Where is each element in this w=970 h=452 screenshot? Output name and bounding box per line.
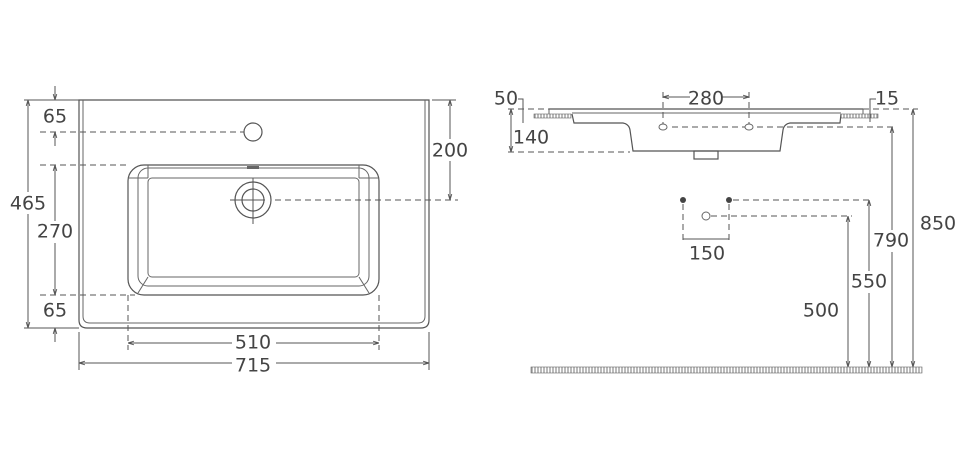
counter-right-hatch: [840, 113, 879, 119]
dim-bowl-depth: 270: [37, 221, 73, 243]
overflow-slot: [247, 166, 259, 169]
mount-hole-right: [744, 123, 754, 131]
basin-outline: [78, 99, 430, 329]
dim-total-depth: 465: [10, 193, 46, 215]
supply-point-right: [726, 197, 732, 203]
basin-profile: [571, 113, 842, 152]
dim-bowl-width: 510: [235, 332, 271, 354]
dim-tap-offset-top: 65: [43, 106, 67, 128]
dim-bowl-offset-bottom: 65: [43, 300, 67, 322]
drain-stub: [693, 150, 719, 160]
dim-hole-spacing: 280: [688, 88, 724, 110]
dim-trap-height: 500: [803, 300, 839, 322]
trap-outlet: [701, 211, 711, 221]
supply-point-left: [680, 197, 686, 203]
bowl-outer: [127, 164, 380, 296]
basin-inner-edge: [82, 100, 426, 324]
mount-hole-left: [658, 123, 668, 131]
dim-drain-from-back: 200: [432, 140, 468, 162]
top-view: 465 65 270 65 200 510 715: [8, 86, 470, 377]
dim-rim-thickness: 50: [494, 88, 518, 110]
dim-supply-height: 550: [851, 271, 887, 293]
tap-hole: [243, 122, 263, 142]
floor: [530, 366, 923, 374]
dim-total-width: 715: [235, 355, 271, 377]
dim-edge-thickness: 15: [875, 88, 899, 110]
dim-counter-height-under: 790: [873, 230, 909, 252]
dim-counter-height-top: 850: [920, 213, 956, 235]
side-view: 50 140 280 15 150 500 550 790 850: [494, 88, 956, 374]
counter-left-hatch: [533, 113, 572, 119]
dim-trap-spacing: 150: [689, 243, 725, 265]
dim-basin-height: 140: [513, 127, 549, 149]
